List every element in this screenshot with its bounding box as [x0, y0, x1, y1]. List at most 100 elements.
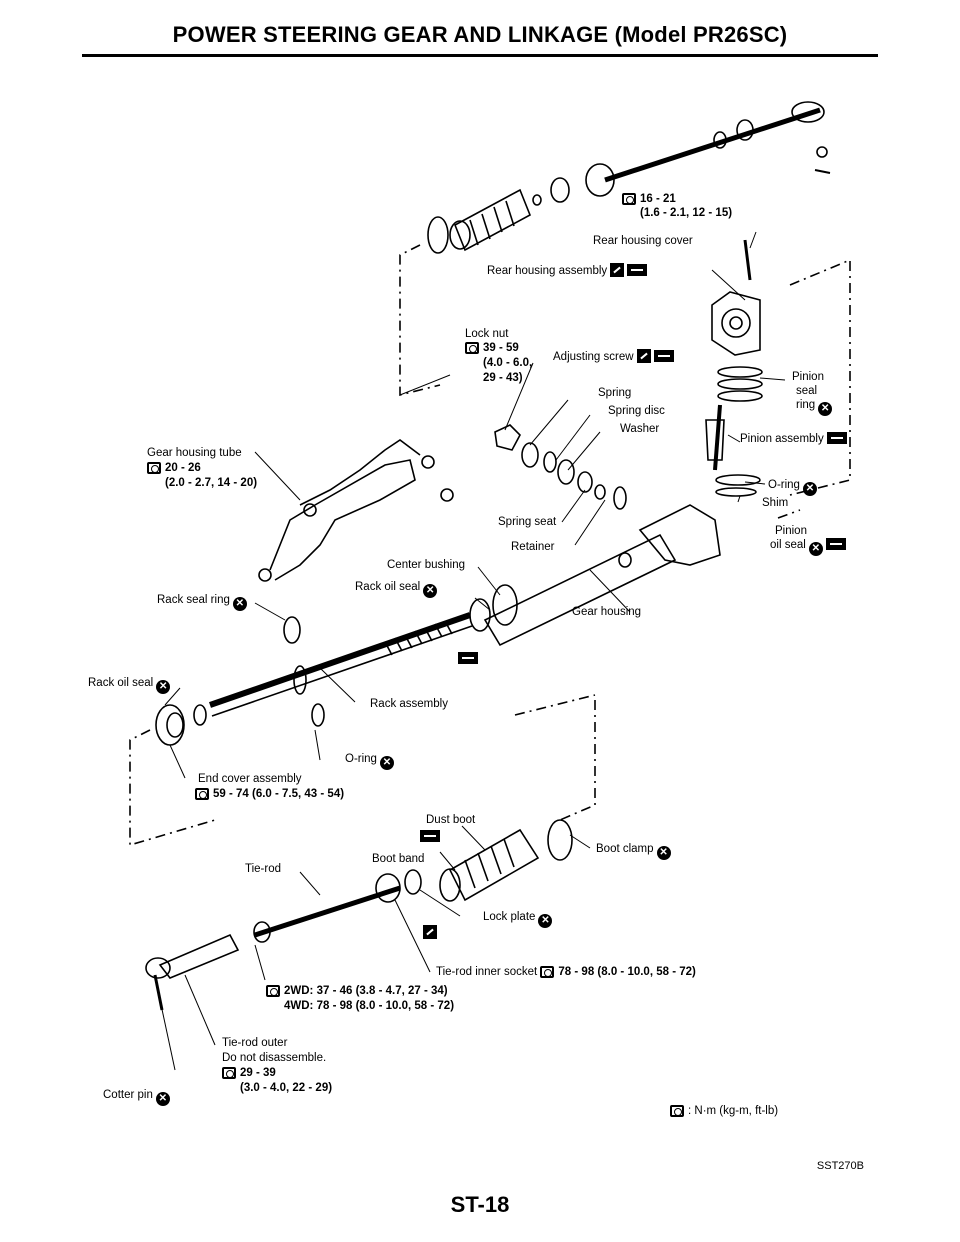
- label-o-ring-lower: O-ring✕: [345, 752, 394, 770]
- torque-icon: [540, 966, 555, 978]
- label-do-not-disassemble: Do not disassemble.: [222, 1052, 327, 1064]
- replace-icon: ✕: [232, 597, 247, 611]
- label-adjusting-screw: Adjusting screw: [553, 349, 674, 364]
- grease-icon: [458, 652, 478, 664]
- end-cover: [155, 704, 207, 746]
- leader-lines: [159, 231, 786, 1071]
- tie-rod-outer-torque-2: (3.0 - 4.0, 22 - 29): [240, 1082, 333, 1094]
- label-spring: Spring: [598, 387, 632, 399]
- lock-nut-torque-2: (4.0 - 6.0,: [483, 357, 533, 369]
- end-cover-torque: 59 - 74 (6.0 - 7.5, 43 - 54): [195, 787, 344, 801]
- replace-icon: ✕: [808, 542, 823, 556]
- page-title: POWER STEERING GEAR AND LINKAGE (Model P…: [172, 22, 788, 47]
- label-gear-housing: Gear housing: [572, 606, 642, 618]
- label-tie-rod: Tie-rod: [245, 863, 281, 875]
- label-pinion-seal-ring: Pinion: [792, 371, 824, 383]
- label-shim: Shim: [762, 497, 789, 509]
- rack-grease-mark: [455, 652, 478, 666]
- grease-icon: [825, 538, 846, 550]
- torque-icon: [465, 342, 479, 354]
- grease-icon: [826, 432, 847, 444]
- label-rack-oil-seal-left: Rack oil seal✕: [88, 676, 171, 694]
- label-washer: Washer: [620, 423, 660, 435]
- label-tie-rod-inner-socket: Tie-rod inner socket 78 - 98 (8.0 - 10.0…: [436, 966, 696, 978]
- replace-icon: ✕: [538, 914, 553, 928]
- top-torque-values: (1.6 - 2.1, 12 - 15): [640, 207, 733, 219]
- adjusting-parts: [494, 424, 627, 510]
- label-rear-housing-cover: Rear housing cover: [593, 235, 693, 247]
- lower-o-ring: [311, 703, 325, 727]
- upper-dust-boot: [449, 188, 532, 252]
- rear-housing: [711, 239, 761, 356]
- sealant-icon: [423, 925, 437, 939]
- torque-2wd: 2WD: 37 - 46 (3.8 - 4.7, 27 - 34): [266, 984, 448, 998]
- label-pinion-seal-ring-2: seal: [796, 385, 818, 397]
- replace-icon: ✕: [423, 584, 438, 598]
- torque-icon: [670, 1105, 684, 1117]
- tie-rod-outer-torque: 29 - 39: [222, 1066, 276, 1080]
- gear-housing-tube-torque-2: (2.0 - 2.7, 14 - 20): [165, 477, 258, 489]
- torque-icon: [266, 985, 280, 997]
- rack-assembly: [209, 612, 473, 717]
- replace-icon: ✕: [818, 402, 833, 416]
- pinion-assembly: [705, 366, 763, 497]
- label-boot-clamp: Boot clamp✕: [596, 842, 671, 860]
- label-rack-seal-ring: Rack seal ring✕: [157, 593, 247, 611]
- label-dust-boot: Dust boot: [426, 814, 476, 826]
- replace-icon: ✕: [802, 482, 817, 496]
- upper-tie-rod-shaft: [604, 107, 821, 183]
- upper-socket: [585, 163, 615, 197]
- label-rack-assembly: Rack assembly: [370, 698, 448, 710]
- torque-icon: [195, 788, 209, 800]
- lock-plate-sealant-mark: [420, 925, 437, 940]
- lower-dust-boot: [439, 828, 540, 902]
- label-lock-plate: Lock plate✕: [483, 910, 553, 928]
- title-rule: [82, 54, 878, 57]
- label-rear-housing-assembly: Rear housing assembly: [487, 263, 648, 278]
- label-end-cover-assembly: End cover assembly: [198, 773, 302, 785]
- rack-seal-ring: [283, 616, 301, 644]
- torque-icon: [622, 193, 636, 205]
- replace-icon: ✕: [156, 680, 171, 694]
- grease-icon: [653, 350, 674, 362]
- label-pinion-seal-ring-3: ring✕: [796, 398, 833, 416]
- label-rack-oil-seal-upper: Rack oil seal✕: [355, 580, 438, 598]
- label-pinion-oil-seal-2: oil seal✕: [770, 538, 846, 556]
- torque-icon: [222, 1067, 236, 1079]
- replace-icon: ✕: [656, 846, 671, 860]
- lower-boot-clamp: [547, 819, 573, 861]
- lock-nut-torque-3: 29 - 43): [483, 372, 523, 384]
- label-o-ring-upper: O-ring✕: [768, 478, 817, 496]
- figure-code: SST270B: [816, 1160, 864, 1172]
- upper-tie-rod-end: [791, 101, 825, 123]
- lower-tie-rod: [145, 869, 422, 1011]
- replace-icon: ✕: [155, 1092, 170, 1106]
- torque-4wd: 4WD: 78 - 98 (8.0 - 10.0, 58 - 72): [284, 1000, 455, 1012]
- replace-icon: ✕: [379, 756, 394, 770]
- upper-boot-clamp: [427, 216, 449, 254]
- label-pinion-assembly: Pinion assembly: [740, 432, 847, 446]
- label-cotter-pin: Cotter pin✕: [103, 1088, 170, 1106]
- gear-housing-tube-torque: 20 - 26: [147, 461, 201, 475]
- label-retainer: Retainer: [511, 541, 555, 553]
- grease-icon: [420, 830, 440, 842]
- torque-icon: [147, 462, 161, 474]
- top-torque-label: 16 - 21: [622, 192, 676, 206]
- torque-legend: : N·m (kg-m, ft-lb): [670, 1105, 778, 1117]
- label-tie-rod-outer: Tie-rod outer: [222, 1037, 288, 1049]
- label-gear-housing-tube: Gear housing tube: [147, 447, 242, 459]
- label-boot-band: Boot band: [372, 853, 425, 865]
- page-number: ST-18: [450, 1192, 510, 1217]
- sealant-icon: [636, 349, 651, 363]
- label-pinion-oil-seal: Pinion: [775, 525, 807, 537]
- gear-housing-tube: [269, 459, 416, 581]
- label-spring-seat: Spring seat: [498, 516, 557, 528]
- boot-grease-mark: [417, 830, 440, 844]
- grease-icon: [627, 264, 648, 276]
- lock-nut-torque: 39 - 59: [465, 341, 519, 355]
- label-center-bushing: Center bushing: [387, 559, 465, 571]
- label-spring-disc: Spring disc: [608, 405, 665, 417]
- label-lock-nut: Lock nut: [465, 328, 509, 340]
- sealant-icon: [610, 263, 625, 277]
